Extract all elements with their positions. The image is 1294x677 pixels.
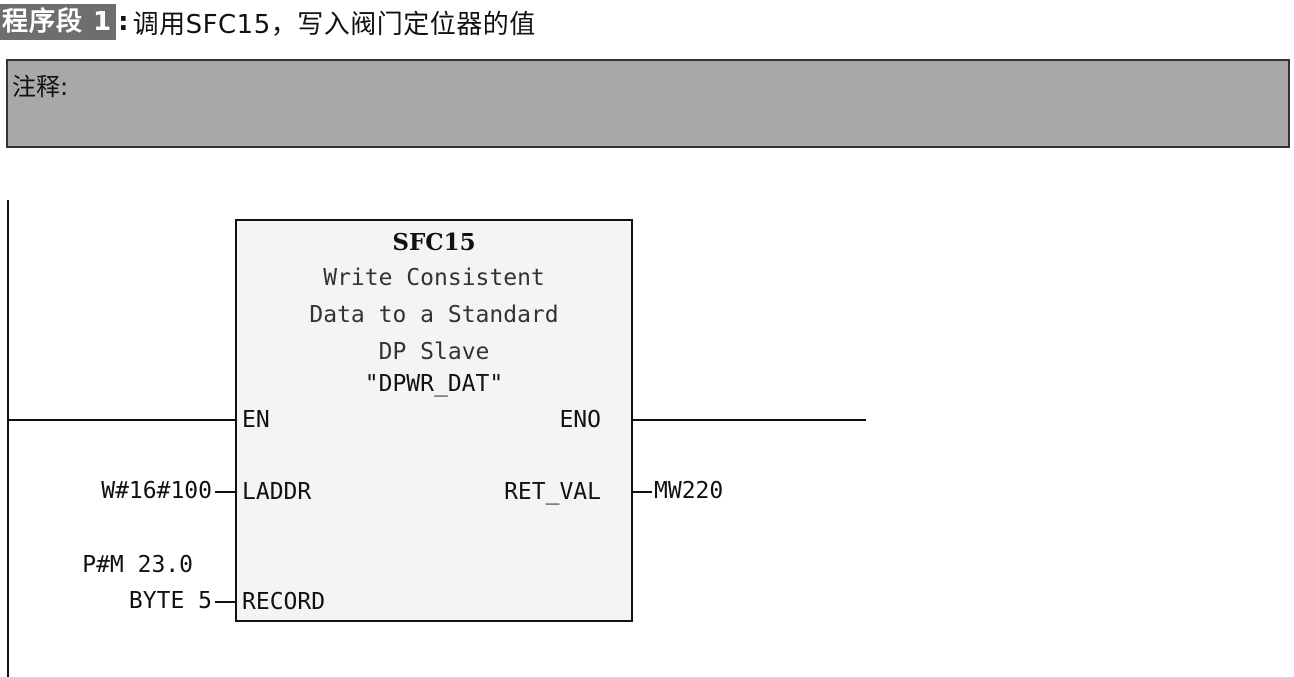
network-comment-box[interactable]: 注释:	[6, 59, 1290, 148]
pin-eno[interactable]: ENO	[559, 407, 601, 433]
record-operand-line-2[interactable]: BYTE 5	[128, 588, 212, 614]
pin-record[interactable]: RECORD	[242, 589, 326, 615]
block-description-line-3: DP Slave	[378, 339, 490, 365]
comment-label: 注释:	[12, 73, 69, 101]
block-description-line-2: Data to a Standard	[309, 302, 559, 328]
ret-val-operand[interactable]: MW220	[654, 478, 724, 504]
network-colon: :	[118, 7, 129, 37]
record-wire	[215, 601, 237, 603]
laddr-operand[interactable]: W#16#100	[101, 478, 212, 504]
block-symbol: "DPWR_DAT"	[364, 371, 504, 397]
pin-ret-val[interactable]: RET_VAL	[504, 479, 601, 505]
record-operand-line-1[interactable]: P#M 23.0	[82, 552, 193, 578]
power-rail	[7, 200, 9, 677]
sfc15-function-block[interactable]: SFC15 Write Consistent Data to a Standar…	[235, 219, 633, 622]
network-label[interactable]: 程序段 1	[0, 4, 117, 40]
block-description-line-1: Write Consistent	[323, 265, 545, 291]
network-description[interactable]: 调用SFC15，写入阀门定位器的值	[132, 9, 536, 40]
laddr-wire	[215, 491, 237, 493]
network-title[interactable]: 程序段 1 : 调用SFC15，写入阀门定位器的值	[0, 0, 536, 44]
ret-val-wire	[632, 491, 652, 493]
eno-wire[interactable]	[632, 419, 866, 421]
block-name: SFC15	[392, 229, 476, 256]
en-wire[interactable]	[7, 419, 237, 421]
pin-laddr[interactable]: LADDR	[242, 479, 312, 505]
pin-en[interactable]: EN	[242, 407, 270, 433]
